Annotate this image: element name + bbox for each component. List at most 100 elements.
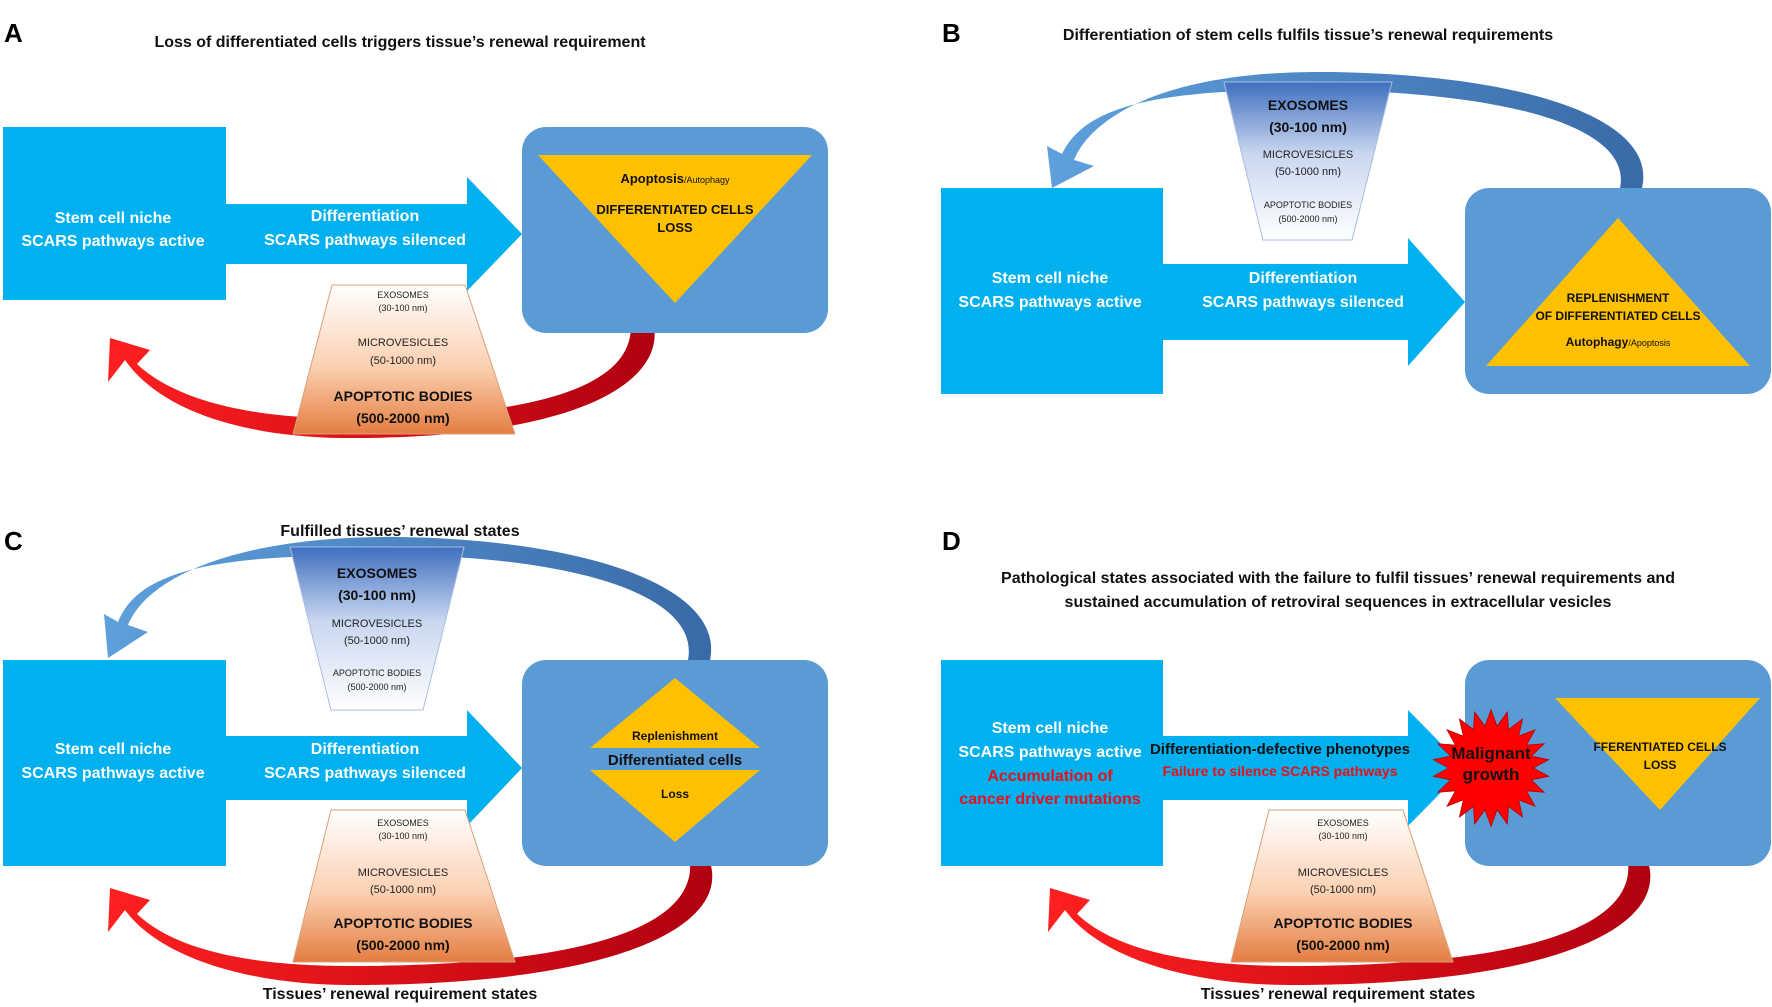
extracellular-vesicles-trapezoid bbox=[1230, 809, 1454, 963]
ev-microvesicles-size: (50-1000 nm) bbox=[1310, 884, 1376, 896]
diamond-top: Replenishment bbox=[632, 729, 718, 743]
panel-a-title: Loss of differentiated cells triggers ti… bbox=[154, 34, 646, 51]
ev-apoptotic-size: (500-2000 nm) bbox=[1296, 937, 1389, 953]
tissue-box bbox=[522, 660, 828, 866]
arrow-label: Differentiation-defective phenotypes bbox=[1150, 741, 1410, 758]
panel-label-a: A bbox=[4, 18, 23, 48]
replenishment-triangle bbox=[1486, 218, 1750, 366]
arrow-status: SCARS pathways silenced bbox=[264, 232, 466, 249]
replenishment-triangle bbox=[590, 678, 760, 748]
ev-microvesicles: MICROVESICLES bbox=[1263, 149, 1353, 161]
arrow-status: Failure to silence SCARS pathways bbox=[1163, 763, 1398, 779]
niche-status: SCARS pathways active bbox=[21, 233, 204, 250]
niche-mutation-line1: Accumulation of bbox=[987, 768, 1113, 785]
stem-cell-niche-box bbox=[941, 660, 1163, 866]
extracellular-vesicles-trapezoid bbox=[292, 284, 516, 435]
ev-bottom-microvesicles: MICROVESICLES bbox=[358, 867, 448, 879]
ev-exosomes-size: (30-100 nm) bbox=[1318, 831, 1367, 841]
ev-top-exosomes: EXOSOMES bbox=[337, 565, 417, 581]
ev-apoptotic-size: (500-2000 nm) bbox=[1278, 214, 1337, 224]
panel-d-title-line2: sustained accumulation of retroviral seq… bbox=[1065, 594, 1612, 611]
ev-microvesicles: MICROVESICLES bbox=[1298, 867, 1388, 879]
triangle-line2: OF DIFFERENTIATED CELLS bbox=[1535, 309, 1700, 323]
niche-label: Stem cell niche bbox=[55, 741, 172, 758]
ev-trapezoid-top bbox=[289, 546, 465, 711]
ev-top-apoptotic-size: (500-2000 nm) bbox=[347, 682, 406, 692]
diamond-bottom: Loss bbox=[661, 787, 689, 801]
ev-microvesicles: MICROVESICLES bbox=[358, 337, 448, 349]
ev-bottom-exosomes: EXOSOMES bbox=[377, 818, 429, 828]
burst-line1: Malignant bbox=[1451, 744, 1531, 763]
ev-top-microvesicles-size: (50-1000 nm) bbox=[344, 635, 410, 647]
stem-cell-niche-box bbox=[3, 660, 226, 866]
differentiation-arrow bbox=[1163, 238, 1465, 366]
arrow-label: Differentiation bbox=[1249, 270, 1357, 287]
ev-apoptotic-bodies: APOPTOTIC BODIES bbox=[334, 388, 473, 404]
niche-mutation-line2: cancer driver mutations bbox=[959, 791, 1141, 808]
malignant-growth-burst bbox=[1432, 708, 1550, 828]
niche-status: SCARS pathways active bbox=[958, 294, 1141, 311]
feedback-arrow-red bbox=[108, 318, 655, 439]
feedback-arrow-blue bbox=[104, 536, 712, 660]
niche-label: Stem cell niche bbox=[992, 720, 1109, 737]
ev-top-apoptotic: APOPTOTIC BODIES bbox=[333, 668, 421, 678]
ev-exosomes-size: (30-100 nm) bbox=[378, 303, 427, 313]
defective-differentiation-arrow bbox=[1163, 710, 1465, 826]
loss-triangle bbox=[1555, 698, 1760, 810]
ev-exosomes: EXOSOMES bbox=[1317, 818, 1369, 828]
panel-d-bottom-caption: Tissues’ renewal requirement states bbox=[1201, 986, 1476, 1003]
diamond-mid: Differentiated cells bbox=[608, 752, 742, 769]
niche-label: Stem cell niche bbox=[992, 270, 1109, 287]
ev-bottom-apoptotic-size: (500-2000 nm) bbox=[356, 937, 449, 953]
ev-microvesicles-size: (50-1000 nm) bbox=[370, 355, 436, 367]
panel-b: B Differentiation of stem cells fulfils … bbox=[941, 18, 1771, 394]
ev-top-exosomes-size: (30-100 nm) bbox=[338, 587, 416, 603]
ev-bottom-exosomes-size: (30-100 nm) bbox=[378, 831, 427, 841]
ev-exosomes: EXOSOMES bbox=[377, 290, 429, 300]
stem-cell-niche-box bbox=[941, 188, 1163, 394]
ev-trapezoid-bottom bbox=[292, 809, 516, 963]
ev-apoptotic-bodies: APOPTOTIC BODIES bbox=[1274, 915, 1413, 931]
feedback-arrow-red bbox=[108, 862, 713, 985]
arrow-label: Differentiation bbox=[311, 741, 419, 758]
stem-cell-niche-box bbox=[3, 127, 226, 300]
ev-apoptotic-bodies: APOPTOTIC BODIES bbox=[1264, 200, 1352, 210]
triangle-line2: LOSS bbox=[1644, 758, 1677, 772]
panel-label-c: C bbox=[4, 526, 23, 556]
ev-apoptotic-size: (500-2000 nm) bbox=[356, 410, 449, 426]
ev-exosomes-size: (30-100 nm) bbox=[1269, 119, 1347, 135]
ev-microvesicles-size: (50-1000 nm) bbox=[1275, 166, 1341, 178]
triangle-line1: FFERENTIATED CELLS bbox=[1593, 740, 1726, 754]
extracellular-vesicles-trapezoid bbox=[1223, 81, 1393, 241]
panel-b-title: Differentiation of stem cells fulfils ti… bbox=[1063, 27, 1553, 44]
niche-label: Stem cell niche bbox=[55, 210, 172, 227]
feedback-arrow-blue bbox=[1047, 71, 1644, 188]
loss-triangle bbox=[590, 770, 760, 842]
panel-c: C Fulfilled tissues’ renewal states EXOS… bbox=[3, 523, 828, 1003]
panel-label-d: D bbox=[942, 526, 961, 556]
ev-top-microvesicles: MICROVESICLES bbox=[332, 618, 422, 630]
triangle-line1: REPLENISHMENT bbox=[1567, 291, 1670, 305]
panel-c-title: Fulfilled tissues’ renewal states bbox=[280, 523, 519, 540]
panel-c-bottom-caption: Tissues’ renewal requirement states bbox=[263, 986, 538, 1003]
arrow-status: SCARS pathways silenced bbox=[1202, 294, 1404, 311]
differentiation-arrow bbox=[226, 177, 522, 291]
feedback-arrow-red bbox=[1048, 862, 1651, 985]
burst-line2: growth bbox=[1463, 765, 1520, 784]
triangle-autophagy: Autophagy/Apoptosis bbox=[1566, 335, 1671, 349]
triangle-line2: DIFFERENTIATED CELLS bbox=[596, 202, 754, 217]
ev-exosomes: EXOSOMES bbox=[1268, 97, 1348, 113]
panel-d: D Pathological states associated with th… bbox=[941, 526, 1771, 1003]
niche-status: SCARS pathways active bbox=[958, 744, 1141, 761]
loss-triangle bbox=[538, 155, 812, 303]
niche-status: SCARS pathways active bbox=[21, 765, 204, 782]
triangle-apoptosis: Apoptosis/Autophagy bbox=[620, 171, 730, 186]
triangle-line3: LOSS bbox=[657, 220, 693, 235]
ev-bottom-microvesicles-size: (50-1000 nm) bbox=[370, 884, 436, 896]
arrow-status: SCARS pathways silenced bbox=[264, 765, 466, 782]
panel-a: A Loss of differentiated cells triggers … bbox=[3, 18, 828, 439]
differentiation-arrow bbox=[226, 710, 522, 826]
ev-bottom-apoptotic: APOPTOTIC BODIES bbox=[334, 915, 473, 931]
panel-d-title-line1: Pathological states associated with the … bbox=[1001, 570, 1675, 587]
